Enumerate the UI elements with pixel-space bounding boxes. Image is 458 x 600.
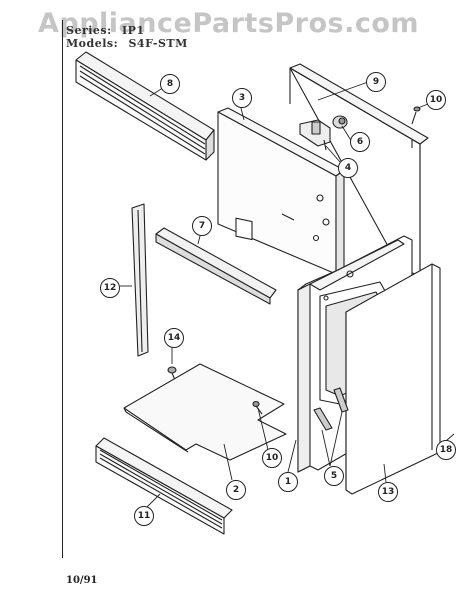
callout-5: 5 <box>324 466 344 486</box>
series-value: IP1 <box>122 24 145 37</box>
callout-12: 12 <box>100 278 120 298</box>
callout-2: 2 <box>226 480 246 500</box>
bracket <box>299 119 331 151</box>
callout-3: 3 <box>232 88 252 108</box>
callout-14: 14 <box>164 328 184 348</box>
footer-date: 10/91 <box>66 575 98 586</box>
callout-4: 4 <box>338 158 358 178</box>
callout-1: 1 <box>278 472 298 492</box>
diagram-frame <box>62 20 455 558</box>
callout-6: 6 <box>350 132 370 152</box>
callout-11: 11 <box>134 506 154 526</box>
callout-13: 13 <box>378 482 398 502</box>
side-trim-strip <box>131 203 149 357</box>
callout-9: 9 <box>366 72 386 92</box>
bottom-panel <box>123 363 287 461</box>
screw-top <box>411 106 421 125</box>
callout-7: 7 <box>192 216 212 236</box>
trim-bar <box>155 227 277 305</box>
side-panel <box>345 263 441 495</box>
screw-bottom <box>252 400 263 415</box>
top-vent-grille <box>75 51 215 161</box>
models-line: Models: S4F-STM <box>66 37 188 50</box>
callout-8: 8 <box>160 74 180 94</box>
series-label: Series: <box>66 24 112 37</box>
bottom-vent-grille <box>95 437 233 535</box>
models-value: S4F-STM <box>128 37 188 50</box>
callout-10-top: 10 <box>426 90 446 110</box>
series-line: Series: IP1 <box>66 24 145 37</box>
models-label: Models: <box>66 37 119 50</box>
callout-10-bottom: 10 <box>262 448 282 468</box>
hinges <box>313 387 349 431</box>
callout-18: 18 <box>436 440 456 460</box>
watermark: AppliancePartsPros.com <box>38 8 420 39</box>
screw-left <box>167 366 177 381</box>
knob <box>332 115 348 129</box>
